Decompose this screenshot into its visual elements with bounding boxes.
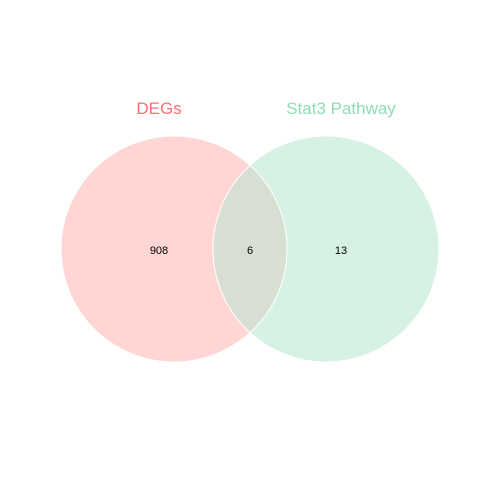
count-only-degs: 908 — [150, 245, 168, 257]
set-label-stat3-pathway: Stat3 Pathway — [286, 99, 396, 118]
count-intersection: 6 — [247, 245, 253, 257]
set-intersection — [213, 136, 287, 362]
set-outline-degs — [60, 135, 288, 363]
count-only-stat3-pathway: 13 — [335, 245, 347, 257]
set-outline-stat3-pathway — [212, 135, 440, 363]
set-label-degs: DEGs — [136, 99, 181, 118]
